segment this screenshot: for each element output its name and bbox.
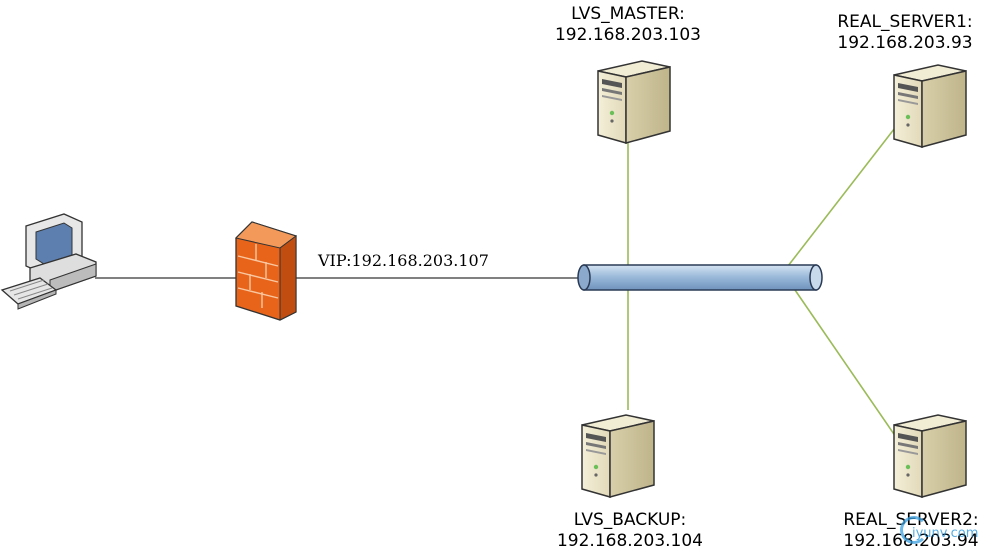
lvs-master-label: LVS_MASTER: 192.168.203.103	[528, 4, 728, 46]
vip-label: VIP:192.168.203.107	[318, 251, 489, 270]
real-server1-name: REAL_SERVER1:	[837, 12, 973, 32]
real1-link	[787, 123, 899, 267]
real2-link	[794, 289, 899, 441]
real-server2-icon	[893, 414, 967, 498]
client-computer-icon	[0, 213, 97, 310]
lvs-master-server-icon	[597, 60, 671, 144]
lvs-master-name: LVS_MASTER:	[571, 4, 685, 24]
watermark-circle-icon	[900, 516, 928, 544]
network-bus	[577, 264, 823, 291]
lvs-backup-server-icon	[581, 414, 655, 498]
real-server1-icon	[893, 64, 967, 148]
lvs-master-ip: 192.168.203.103	[554, 25, 701, 45]
lvs-backup-name: LVS_BACKUP:	[573, 510, 687, 530]
watermark-text: iyunv.com	[912, 526, 979, 541]
lvs-backup-label: LVS_BACKUP: 192.168.203.104	[540, 510, 720, 552]
lvs-backup-ip: 192.168.203.104	[556, 531, 703, 551]
firewall-icon	[235, 221, 298, 321]
watermark-logo: iyunv.com	[898, 512, 990, 548]
real-server1-ip: 192.168.203.93	[837, 33, 973, 53]
real-server1-label: REAL_SERVER1: 192.168.203.93	[810, 12, 1000, 54]
